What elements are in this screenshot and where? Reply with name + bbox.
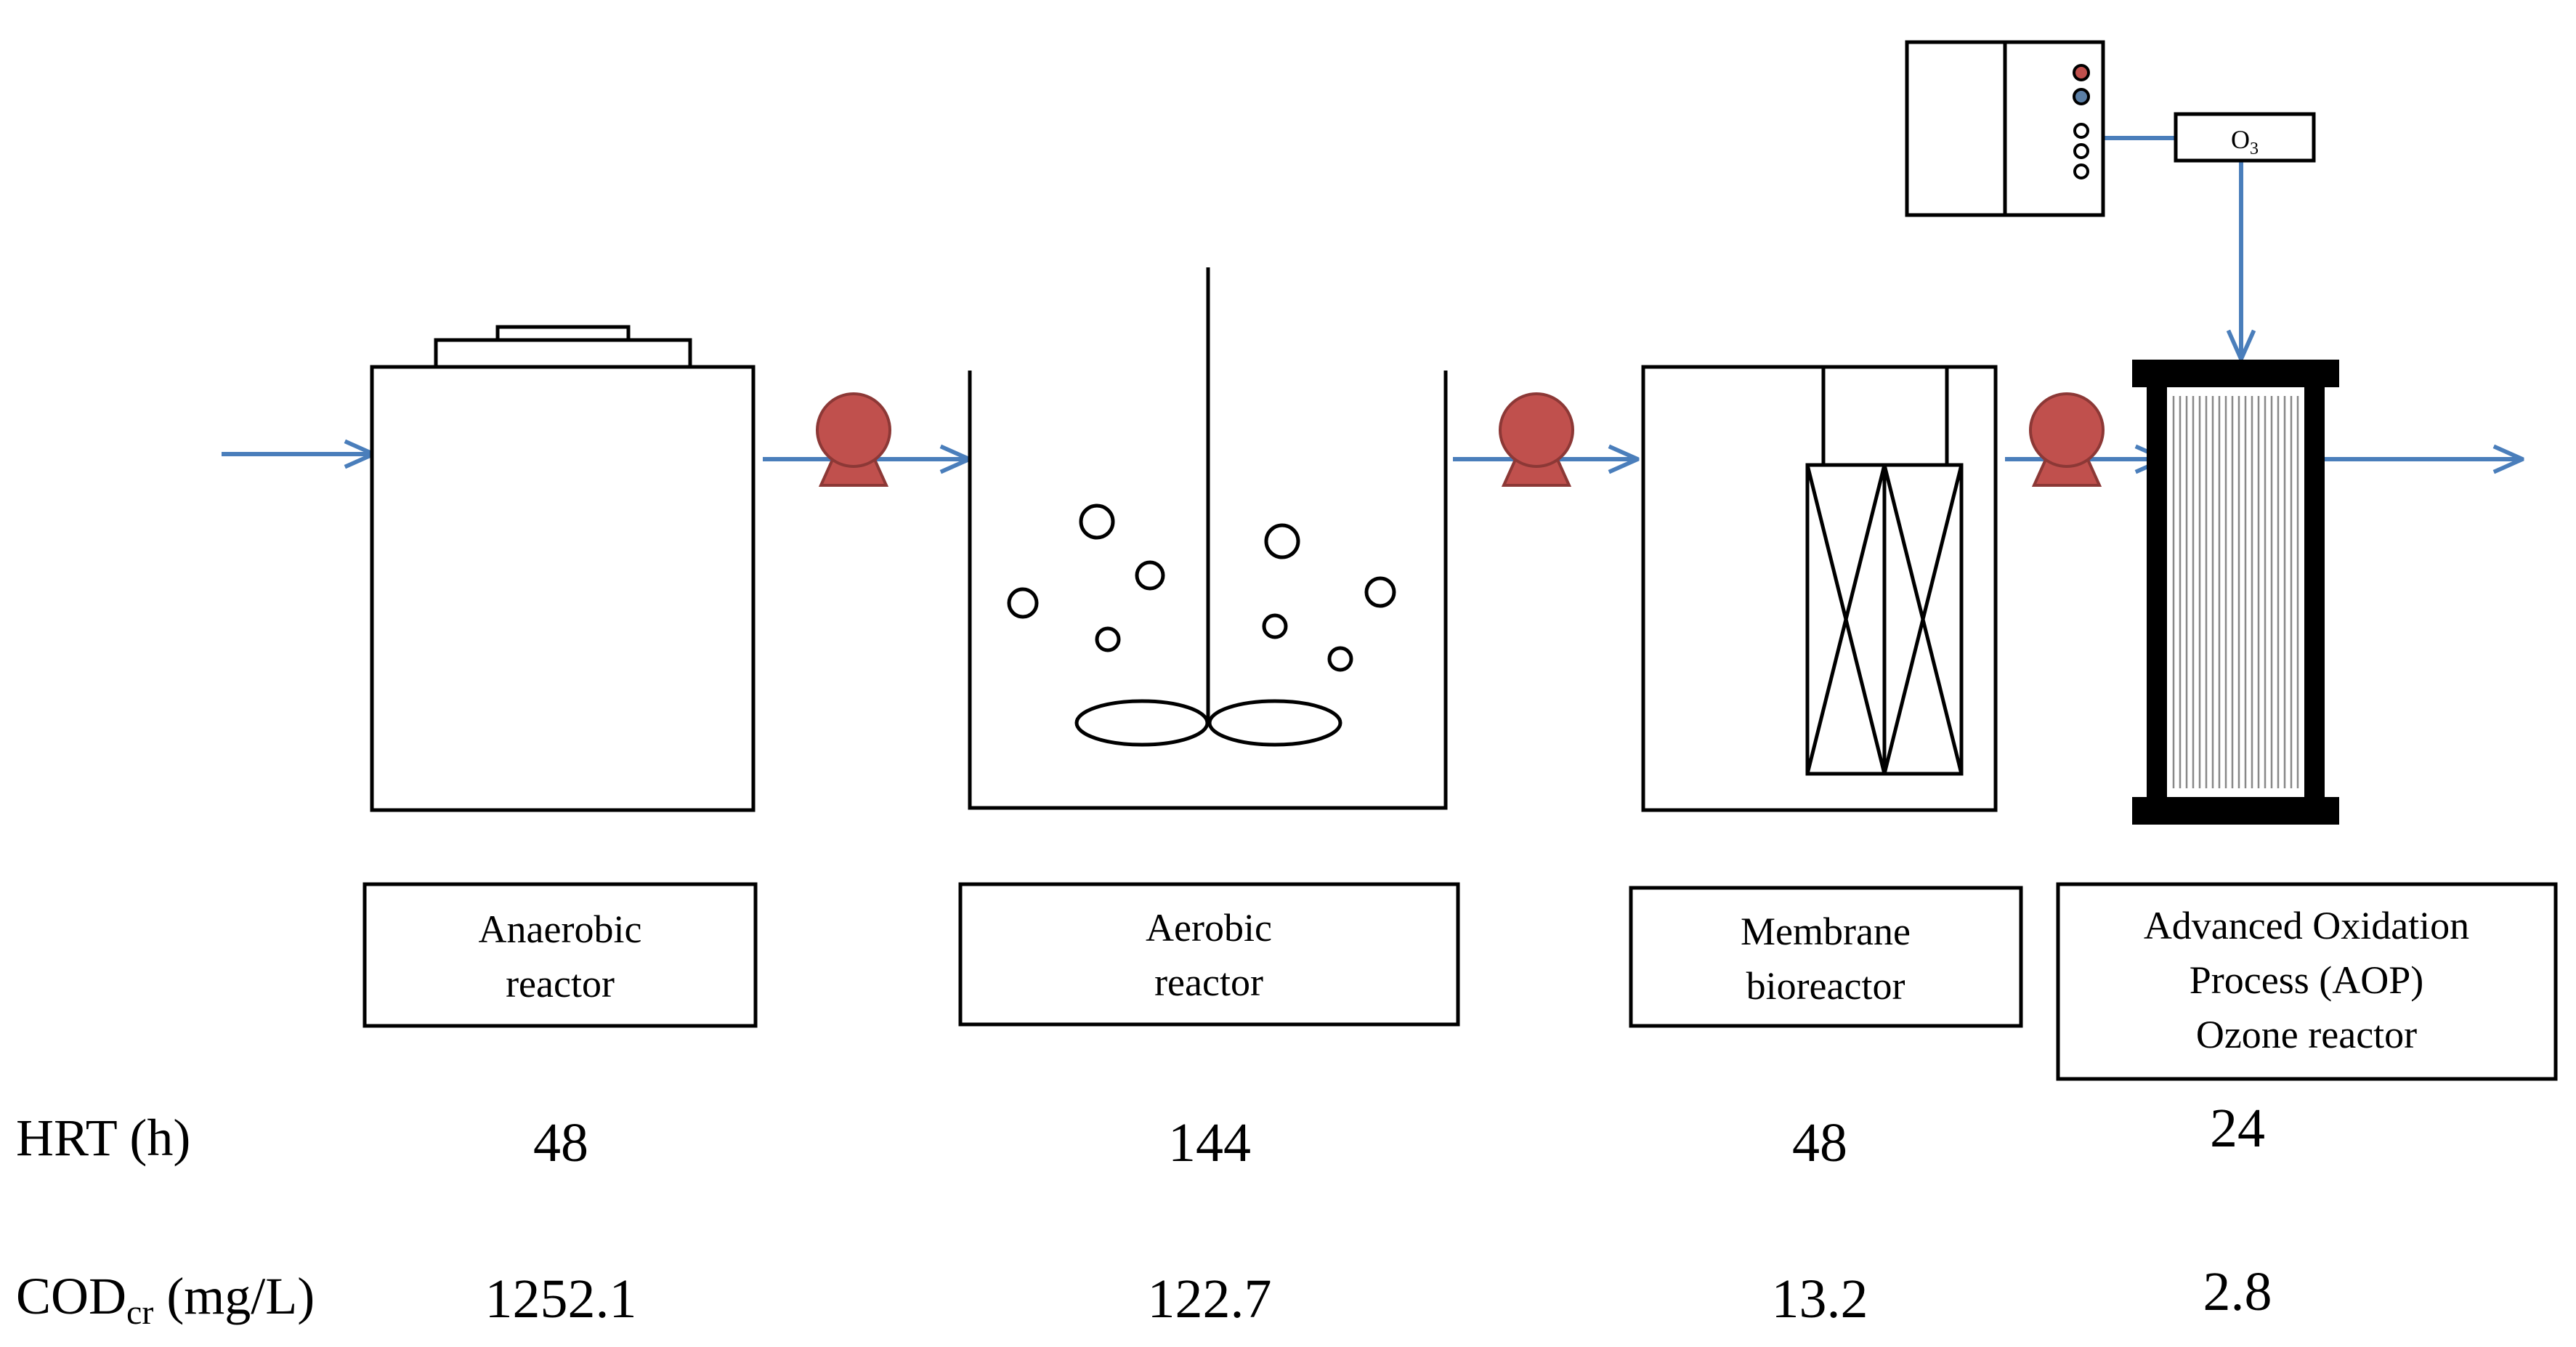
hrt-value: 48 [1792,1112,1847,1173]
knob-icon [2073,143,2089,159]
svg-text:Anaerobic: Anaerobic [479,907,642,951]
membrane-module [1805,463,1964,776]
bubble-icon [1135,560,1165,591]
indicator-light-icon [2073,64,2090,81]
svg-text:bioreactor: bioreactor [1746,964,1905,1008]
bubble-icon [1327,646,1353,672]
impeller [1207,699,1342,747]
hrt-row-label: HRT (h) [16,1109,190,1167]
bubble-icon [1007,587,1039,619]
cod-value: 2.8 [2203,1261,2272,1322]
hrt-value: 24 [2210,1098,2265,1159]
bubble-icon [1079,503,1115,540]
anaerobic-reactor-icon [370,325,756,812]
ozone-reactor-icon [2132,360,2339,825]
svg-text:Ozone reactor: Ozone reactor [2196,1013,2417,1056]
svg-text:Membrane: Membrane [1741,910,1911,953]
bubble-icon [1264,523,1300,559]
bubble-icon [1364,576,1396,608]
knob-icon [2073,163,2089,179]
bubble-icon [1262,613,1288,639]
hrt-value: 144 [1168,1112,1251,1173]
stage-label-membrane: Membrane bioreactor [1629,886,2023,1028]
membrane-bioreactor-icon [1641,365,1998,812]
svg-text:Process (AOP): Process (AOP) [2190,958,2423,1002]
ozone-generator-icon [1905,40,2105,217]
bubble-icon [1095,626,1121,652]
pump-icon [816,392,891,487]
svg-text:Advanced Oxidation: Advanced Oxidation [2144,904,2469,947]
pump-icon [2029,392,2105,487]
pump-icon [1499,392,1574,487]
ozone-label: O3 [2231,125,2259,158]
cod-value: 13.2 [1772,1269,1868,1330]
svg-text:reactor: reactor [1154,960,1263,1004]
ozone-label-box: O3 [2174,112,2316,163]
cod-value: 122.7 [1148,1269,1272,1330]
knob-icon [2073,88,2090,105]
stage-label-aop: Advanced Oxidation Process (AOP) Ozone r… [2056,882,2558,1081]
impeller [1074,699,1210,747]
knob-icon [2073,123,2089,139]
stage-label-anaerobic: Anaerobic reactor [362,882,758,1028]
svg-text:reactor: reactor [506,962,615,1006]
cod-row-label: CODcr (mg/L) [16,1267,315,1332]
aerobic-reactor-icon [968,267,1448,810]
cod-value: 1252.1 [485,1269,637,1330]
svg-text:Aerobic: Aerobic [1146,906,1272,950]
hrt-value: 48 [533,1112,588,1173]
stage-label-aerobic: Aerobic reactor [958,882,1460,1027]
